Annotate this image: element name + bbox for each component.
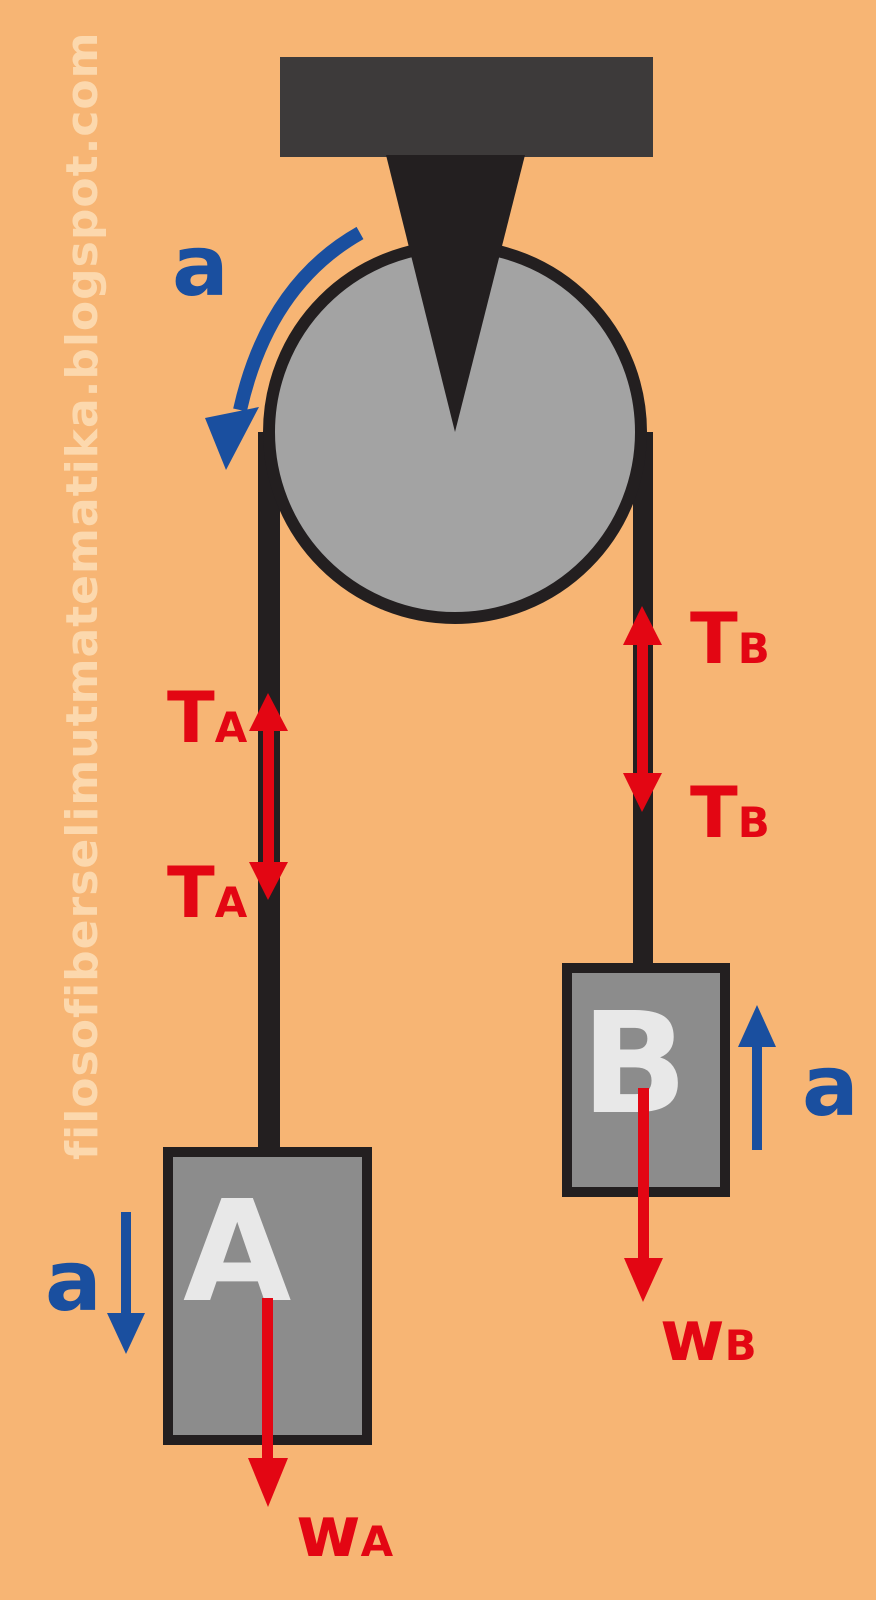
tension-a-arrow-down-head — [249, 862, 288, 900]
accel-a-arrow-shaft — [121, 1212, 131, 1317]
tension-b-lower-label: TB — [690, 772, 770, 854]
tension-b-arrow-up-head — [623, 606, 662, 645]
pulley-accel-arrow-shaft — [233, 226, 364, 412]
weight-a-arrow-shaft — [262, 1298, 273, 1463]
pulley-accel-arrow-head — [205, 407, 259, 470]
pulley-mount — [386, 155, 525, 432]
accel-b-arrow-shaft — [752, 1045, 762, 1150]
tension-a-arrow-shaft — [263, 722, 274, 872]
accel-a-label: a — [45, 1232, 102, 1330]
weight-b-arrow-head — [624, 1258, 663, 1302]
tension-a-lower-label: TA — [167, 852, 248, 934]
tension-b-arrow-down-head — [623, 773, 662, 812]
ceiling-support — [280, 57, 653, 157]
tension-a-upper-label: TA — [167, 677, 248, 759]
weight-b-arrow-shaft — [638, 1088, 649, 1263]
tension-a-arrow-up-head — [249, 693, 288, 731]
accel-b-arrow-head — [738, 1005, 776, 1047]
weight-b-label: wB — [660, 1295, 757, 1377]
pulley-accel-label: a — [172, 217, 229, 315]
block-a-label: A — [183, 1171, 291, 1334]
watermark-text: filosofiberselimutmatematika.blogspot.co… — [57, 32, 108, 1160]
accel-a-arrow-head — [107, 1313, 145, 1354]
block-b-label: B — [581, 983, 688, 1146]
tension-b-upper-label: TB — [690, 598, 770, 680]
accel-b-label: a — [802, 1037, 859, 1135]
weight-a-label: wA — [296, 1491, 394, 1573]
tension-b-arrow-shaft — [637, 645, 648, 795]
weight-a-arrow-head — [248, 1458, 288, 1507]
